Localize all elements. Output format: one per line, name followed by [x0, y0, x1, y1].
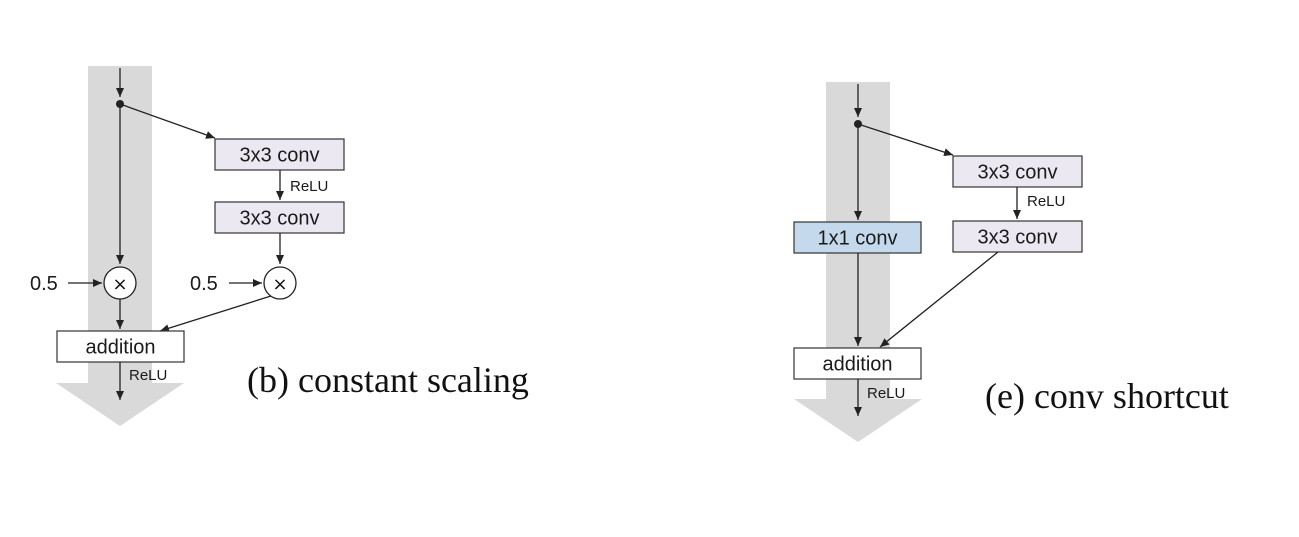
addition-box [793, 347, 922, 380]
conv-box-1-label: 3x3 conv [977, 162, 1057, 184]
branch-edge [119, 103, 216, 139]
shortcut-conv-box [793, 221, 922, 254]
diagram-conv-shortcut: 3x3 conv ReLU 3x3 conv 1x1 conv addition… [793, 82, 1229, 442]
addition-label: addition [85, 337, 155, 359]
residual-to-addition-edge [879, 251, 999, 348]
conv-box-2-label: 3x3 conv [239, 208, 319, 230]
conv-box-1 [952, 155, 1083, 188]
diagram-constant-scaling: 3x3 conv ReLU 3x3 conv × × 0.5 0.5 addit… [30, 66, 529, 426]
relu-out-label: ReLU [867, 385, 905, 402]
conv-box-2 [214, 201, 345, 234]
multiply-symbol-left: × [112, 274, 127, 295]
branch-edge [857, 123, 954, 157]
shortcut-conv-label: 1x1 conv [817, 228, 897, 250]
conv-box-2-label: 3x3 conv [977, 227, 1057, 249]
scale-factor-right: 0.5 [190, 273, 218, 295]
conv-box-1-label: 3x3 conv [239, 145, 319, 167]
residual-to-addition-edge [159, 295, 272, 333]
relu-mid-label: ReLU [290, 178, 328, 195]
conv-box-2 [952, 220, 1083, 253]
caption-conv-shortcut: (e) conv shortcut [985, 376, 1229, 416]
multiply-symbol-right: × [272, 274, 287, 295]
relu-mid-label: ReLU [1027, 193, 1065, 210]
multiply-node-right [263, 266, 297, 300]
addition-label: addition [822, 354, 892, 376]
conv-box-1 [214, 138, 345, 171]
relu-out-label: ReLU [129, 367, 167, 384]
scale-factor-left: 0.5 [30, 273, 58, 295]
caption-constant-scaling: (b) constant scaling [247, 360, 529, 400]
